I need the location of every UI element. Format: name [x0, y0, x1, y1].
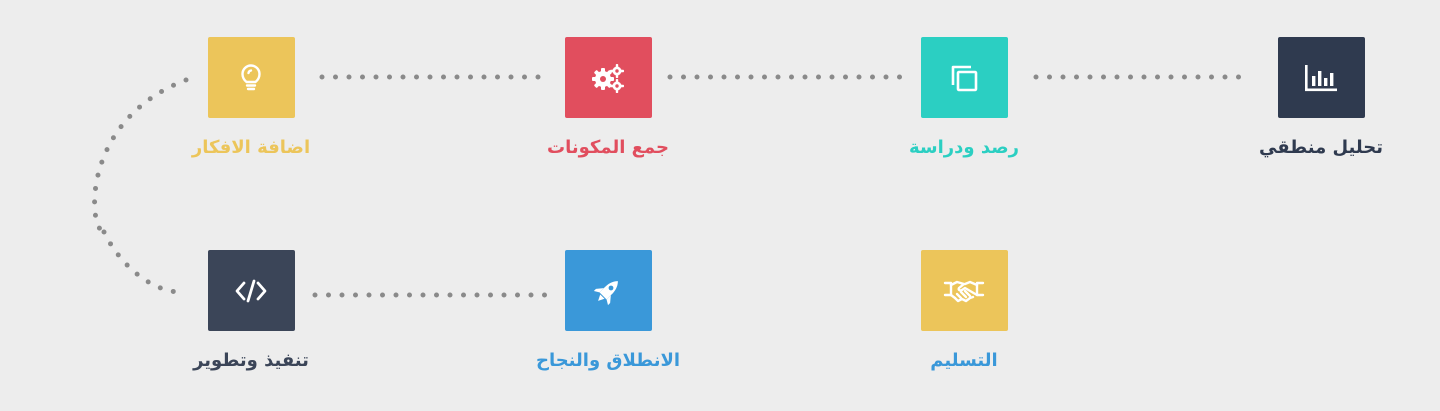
step-label: جمع المكونات	[547, 137, 669, 158]
step-label: رصد ودراسة	[909, 137, 1019, 158]
step-implementation-development: تنفيذ وتطوير	[161, 250, 341, 372]
step-launch-success: الانطلاق والنجاح	[518, 250, 698, 372]
step-tile	[1277, 37, 1365, 118]
step-label: الانطلاق والنجاح	[535, 350, 681, 371]
connector-ideas-to-development	[92, 77, 189, 235]
step-adding-ideas: اضافة الافكار	[161, 37, 341, 159]
step-tile	[920, 37, 1008, 118]
gears-icon	[590, 62, 626, 94]
step-monitoring-study: رصد ودراسة	[874, 37, 1054, 159]
step-tile	[207, 37, 295, 118]
bar-chart-icon	[1303, 63, 1339, 93]
lightbulb-icon	[240, 63, 262, 93]
step-tile	[207, 250, 295, 331]
step-logical-analysis: تحليل منطقي	[1231, 37, 1411, 159]
step-label: تحليل منطقي	[1259, 137, 1383, 158]
step-label: التسليم	[930, 350, 998, 371]
connector-curve-lower	[101, 229, 181, 295]
step-delivery: التسليم	[874, 250, 1054, 372]
rocket-icon	[592, 275, 624, 307]
step-label: اضافة الافكار	[191, 137, 311, 158]
step-tile	[920, 250, 1008, 331]
handshake-icon	[943, 277, 985, 305]
copy-icon	[948, 62, 980, 94]
step-tile	[564, 37, 652, 118]
step-tile	[564, 250, 652, 331]
step-label: تنفيذ وتطوير	[193, 350, 309, 371]
code-icon	[234, 278, 268, 304]
step-gathering-components: جمع المكونات	[518, 37, 698, 159]
